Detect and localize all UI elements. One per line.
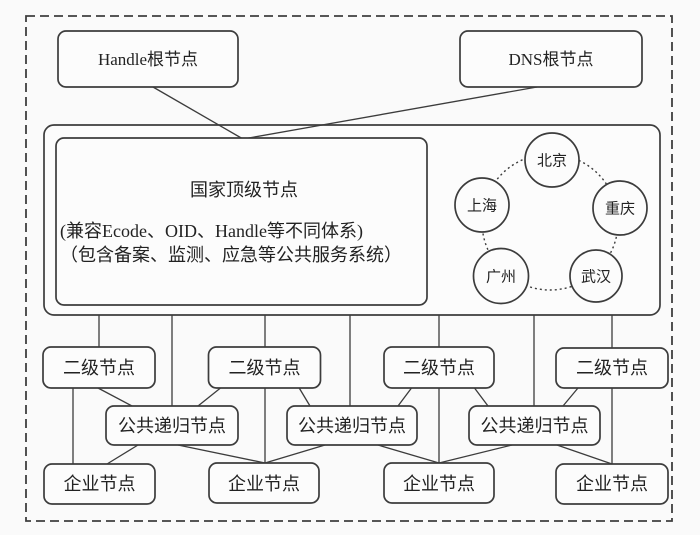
second-level-node-1: 二级节点 [42,346,156,389]
enterprise-node-box [208,462,320,504]
enterprise-node-label: 企业节点 [576,474,648,494]
enterprise-node-2: 企业节点 [208,462,320,504]
second-level-node-label: 二级节点 [229,358,301,378]
second-level-node-label: 二级节点 [576,358,648,378]
connector-line [438,444,513,464]
enterprise-node-1: 企业节点 [43,463,156,505]
national-top-node-title: 国家顶级节点 [190,180,298,200]
connectors-recursive-to-enterprise [106,444,613,465]
city-label-chongqing: 重庆 [605,201,635,218]
city-node-guangzhou: 广州 [472,247,530,305]
public-recursive-node-label: 公共递归节点 [118,416,226,436]
city-circle-shanghai [454,177,510,233]
city-node-beijing: 北京 [524,132,580,188]
second-level-node-box [555,347,669,389]
connector-line [106,444,139,465]
public-recursive-node-box [105,405,239,446]
enterprise-node-box [43,463,156,505]
city-circle-beijing [524,132,580,188]
city-circle-chongqing [592,180,648,236]
connector-line [177,444,266,464]
national-top-node-inner-box [55,137,428,306]
dashed-border [25,15,673,522]
national-top-node-note-2: （包含备案、监测、应急等公共服务系统） [60,245,402,265]
second-level-node-label: 二级节点 [63,358,135,378]
second-level-node-3: 二级节点 [383,346,495,389]
connector-line [377,444,440,464]
enterprise-node-box [555,463,669,505]
city-circle-guangzhou [472,247,530,305]
second-level-node-box [207,346,322,389]
connector-line [397,385,414,407]
enterprise-node-label: 企业节点 [64,474,136,494]
connector-line [297,385,311,407]
city-label-shanghai: 上海 [467,198,497,215]
connectors-national-to-tiers [98,315,613,406]
connector-line [556,444,613,465]
public-recursive-node-label: 公共递归节点 [298,416,406,436]
second-level-node-label: 二级节点 [403,358,475,378]
dns-root-node-label: DNS根节点 [508,50,593,69]
dns-root-node: DNS根节点 [459,30,643,88]
second-level-node-box [383,346,495,389]
connector-dns-root-to-national [242,86,538,140]
public-recursive-node-1: 公共递归节点 [105,405,239,446]
city-node-wuhan: 武汉 [569,249,623,303]
enterprise-node-4: 企业节点 [555,463,669,505]
handle-root-node-box [57,30,239,88]
connectors-second-to-recursive [97,385,579,407]
second-level-node-2: 二级节点 [207,346,322,389]
connector-line [97,387,133,407]
city-node-shanghai: 上海 [454,177,510,233]
national-top-node-note-1: (兼容Ecode、OID、Handle等不同体系) [60,221,363,242]
city-node-chongqing: 重庆 [592,180,648,236]
enterprise-node-3: 企业节点 [383,462,495,504]
connector-handle-root-to-national [152,86,244,140]
handle-root-node: Handle根节点 [57,30,239,88]
connector-line [197,385,224,407]
connector-line [472,385,489,407]
city-circle-wuhan [569,249,623,303]
second-level-node-4: 二级节点 [555,347,669,389]
connector-line [562,387,579,407]
enterprise-node-box [383,462,495,504]
connector-line [264,444,326,464]
city-label-wuhan: 武汉 [581,269,611,286]
second-level-node-box [42,346,156,389]
enterprise-node-label: 企业节点 [403,474,475,494]
public-recursive-node-2: 公共递归节点 [286,405,418,446]
dns-root-node-box [459,30,643,88]
national-top-node: 国家顶级节点 (兼容Ecode、OID、Handle等不同体系) （包含备案、监… [55,137,428,306]
public-recursive-node-box [286,405,418,446]
connectors-second-to-enterprise [72,388,613,464]
city-label-beijing: 北京 [537,153,567,170]
city-label-guangzhou: 广州 [486,269,516,286]
enterprise-node-label: 企业节点 [228,474,300,494]
handle-root-node-label: Handle根节点 [98,50,198,69]
public-recursive-node-box [468,405,601,446]
public-recursive-node-3: 公共递归节点 [468,405,601,446]
public-recursive-node-label: 公共递归节点 [481,416,589,436]
